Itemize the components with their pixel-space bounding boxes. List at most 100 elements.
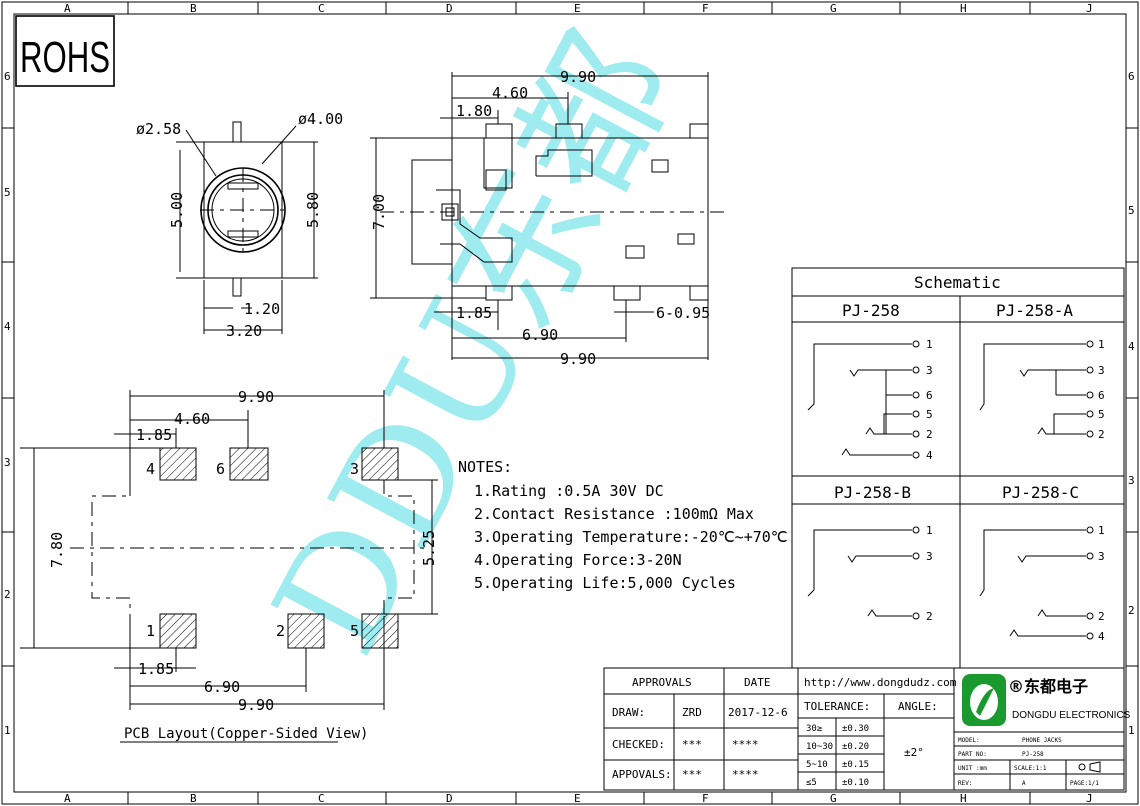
pin-label: 6 [926,389,933,402]
col-label: B [190,2,197,15]
company-url: http://www.dongdudz.com [804,676,957,689]
pad-label-5: 5 [350,622,359,640]
row-label: 2 [4,588,11,601]
row-label: 5 [1128,204,1135,217]
pad-4 [159,447,197,481]
col-label: A [64,792,71,805]
panel-title: PJ-258-A [996,301,1073,320]
model-label: MODEL: [958,737,980,744]
tol-value: ±0.30 [842,724,869,734]
pad-3 [361,447,399,481]
pad-label-6: 6 [216,460,225,478]
row-label: 3 [4,456,11,469]
pad-label-3: 3 [350,460,359,478]
panel-title: PJ-258-B [834,483,911,502]
tol-value: ±0.15 [842,760,869,770]
column-labels: A B C D E F G H J A B C D E F G H J [64,2,1093,805]
pad-label-1: 1 [146,622,155,640]
angle-value: ±2° [904,746,924,759]
dim-top-185: 1.85 [456,304,492,322]
pad-label-4: 4 [146,460,155,478]
col-label: H [960,2,967,15]
note-item: 3.Operating Temperature:-20℃~+70℃ [474,528,788,546]
schematic-pj258a [979,340,1094,438]
approvals-header: APPROVALS [632,676,692,689]
appovals-label: APPOVALS: [612,768,672,781]
col-label: D [446,2,453,15]
rohs-box [15,15,115,87]
col-label: C [318,2,325,15]
col-label: C [318,792,325,805]
dim-top-460: 4.60 [492,84,528,102]
company-logo [962,674,1006,726]
col-label: E [574,2,581,15]
row-label: 4 [4,320,11,333]
row-label: 2 [1128,604,1135,617]
row-labels: 6 5 4 3 2 1 6 5 4 3 2 1 [4,70,1135,737]
draw-name: ZRD [682,706,702,719]
pin-label: 5 [926,408,933,421]
pin-label: 1 [926,524,933,537]
note-item: 2.Contact Resistance :100mΩ Max [474,505,754,523]
dim-500: 5.00 [168,192,186,228]
pad-2 [287,613,325,649]
note-item: 5.Operating Life:5,000 Cycles [474,574,736,592]
pin-label: 1 [1098,524,1105,537]
col-label: J [1086,2,1093,15]
tol-value: ±0.20 [842,742,869,752]
pin-label: 3 [926,550,933,563]
dim-580: 5.80 [304,192,322,228]
appovals-name: *** [682,768,702,781]
side-view [176,121,318,334]
unit-label: UNIT :mm [958,765,987,772]
pin-label: 2 [926,428,933,441]
pin-label: 1 [926,338,933,351]
panel-title: PJ-258-C [1002,483,1079,502]
model-value: PHONE JACKS [1022,737,1062,744]
col-label: D [446,792,453,805]
dim-pcb-990: 9.90 [238,388,274,406]
pin-label: 2 [1098,428,1105,441]
dim-top-180: 1.80 [456,102,492,120]
angle-label: ANGLE: [898,700,938,713]
checked-name: *** [682,738,702,751]
dim-320: 3.20 [226,322,262,340]
row-label: 3 [1128,474,1135,487]
col-label: F [702,2,709,15]
pin-label: 3 [1098,550,1105,563]
scale-label: SCALE:1:1 [1014,765,1047,772]
schematic-pj258 [807,340,920,459]
dim-d400: ø4.00 [298,110,343,128]
company-name-cn: ®东都电子 [1008,677,1088,696]
pin-label: 3 [1098,364,1105,377]
dim-pcb-b185: 1.85 [138,660,174,678]
notes-heading: NOTES: [458,458,512,476]
panel-title: PJ-258 [842,301,900,320]
pin-label: 6 [1098,389,1105,402]
schematic-title: Schematic [914,273,1001,292]
col-label: G [830,792,837,805]
rohs-mark: ROHS [20,33,110,82]
company-name-en: DONGDU ELECTRONICS [1012,710,1131,721]
note-item: 4.Operating Force:3-20N [474,551,682,569]
col-label: E [574,792,581,805]
pad-5 [361,613,399,649]
col-label: A [64,2,71,15]
tol-range: 5~10 [806,760,828,770]
row-label: 1 [4,724,11,737]
row-label: 6 [4,70,11,83]
pin-label: 1 [1098,338,1105,351]
projection-symbol [1078,761,1101,773]
row-label: 1 [1128,724,1135,737]
dim-pcb-525: 5.25 [420,530,438,566]
row-label: 4 [1128,340,1135,353]
col-label: F [702,792,709,805]
dim-top-pins: 6-0.95 [656,304,710,322]
dim-top-990: 9.90 [560,68,596,86]
pad-6 [229,447,269,481]
pin-label: 5 [1098,408,1105,421]
schematic-pj258b [807,526,920,620]
